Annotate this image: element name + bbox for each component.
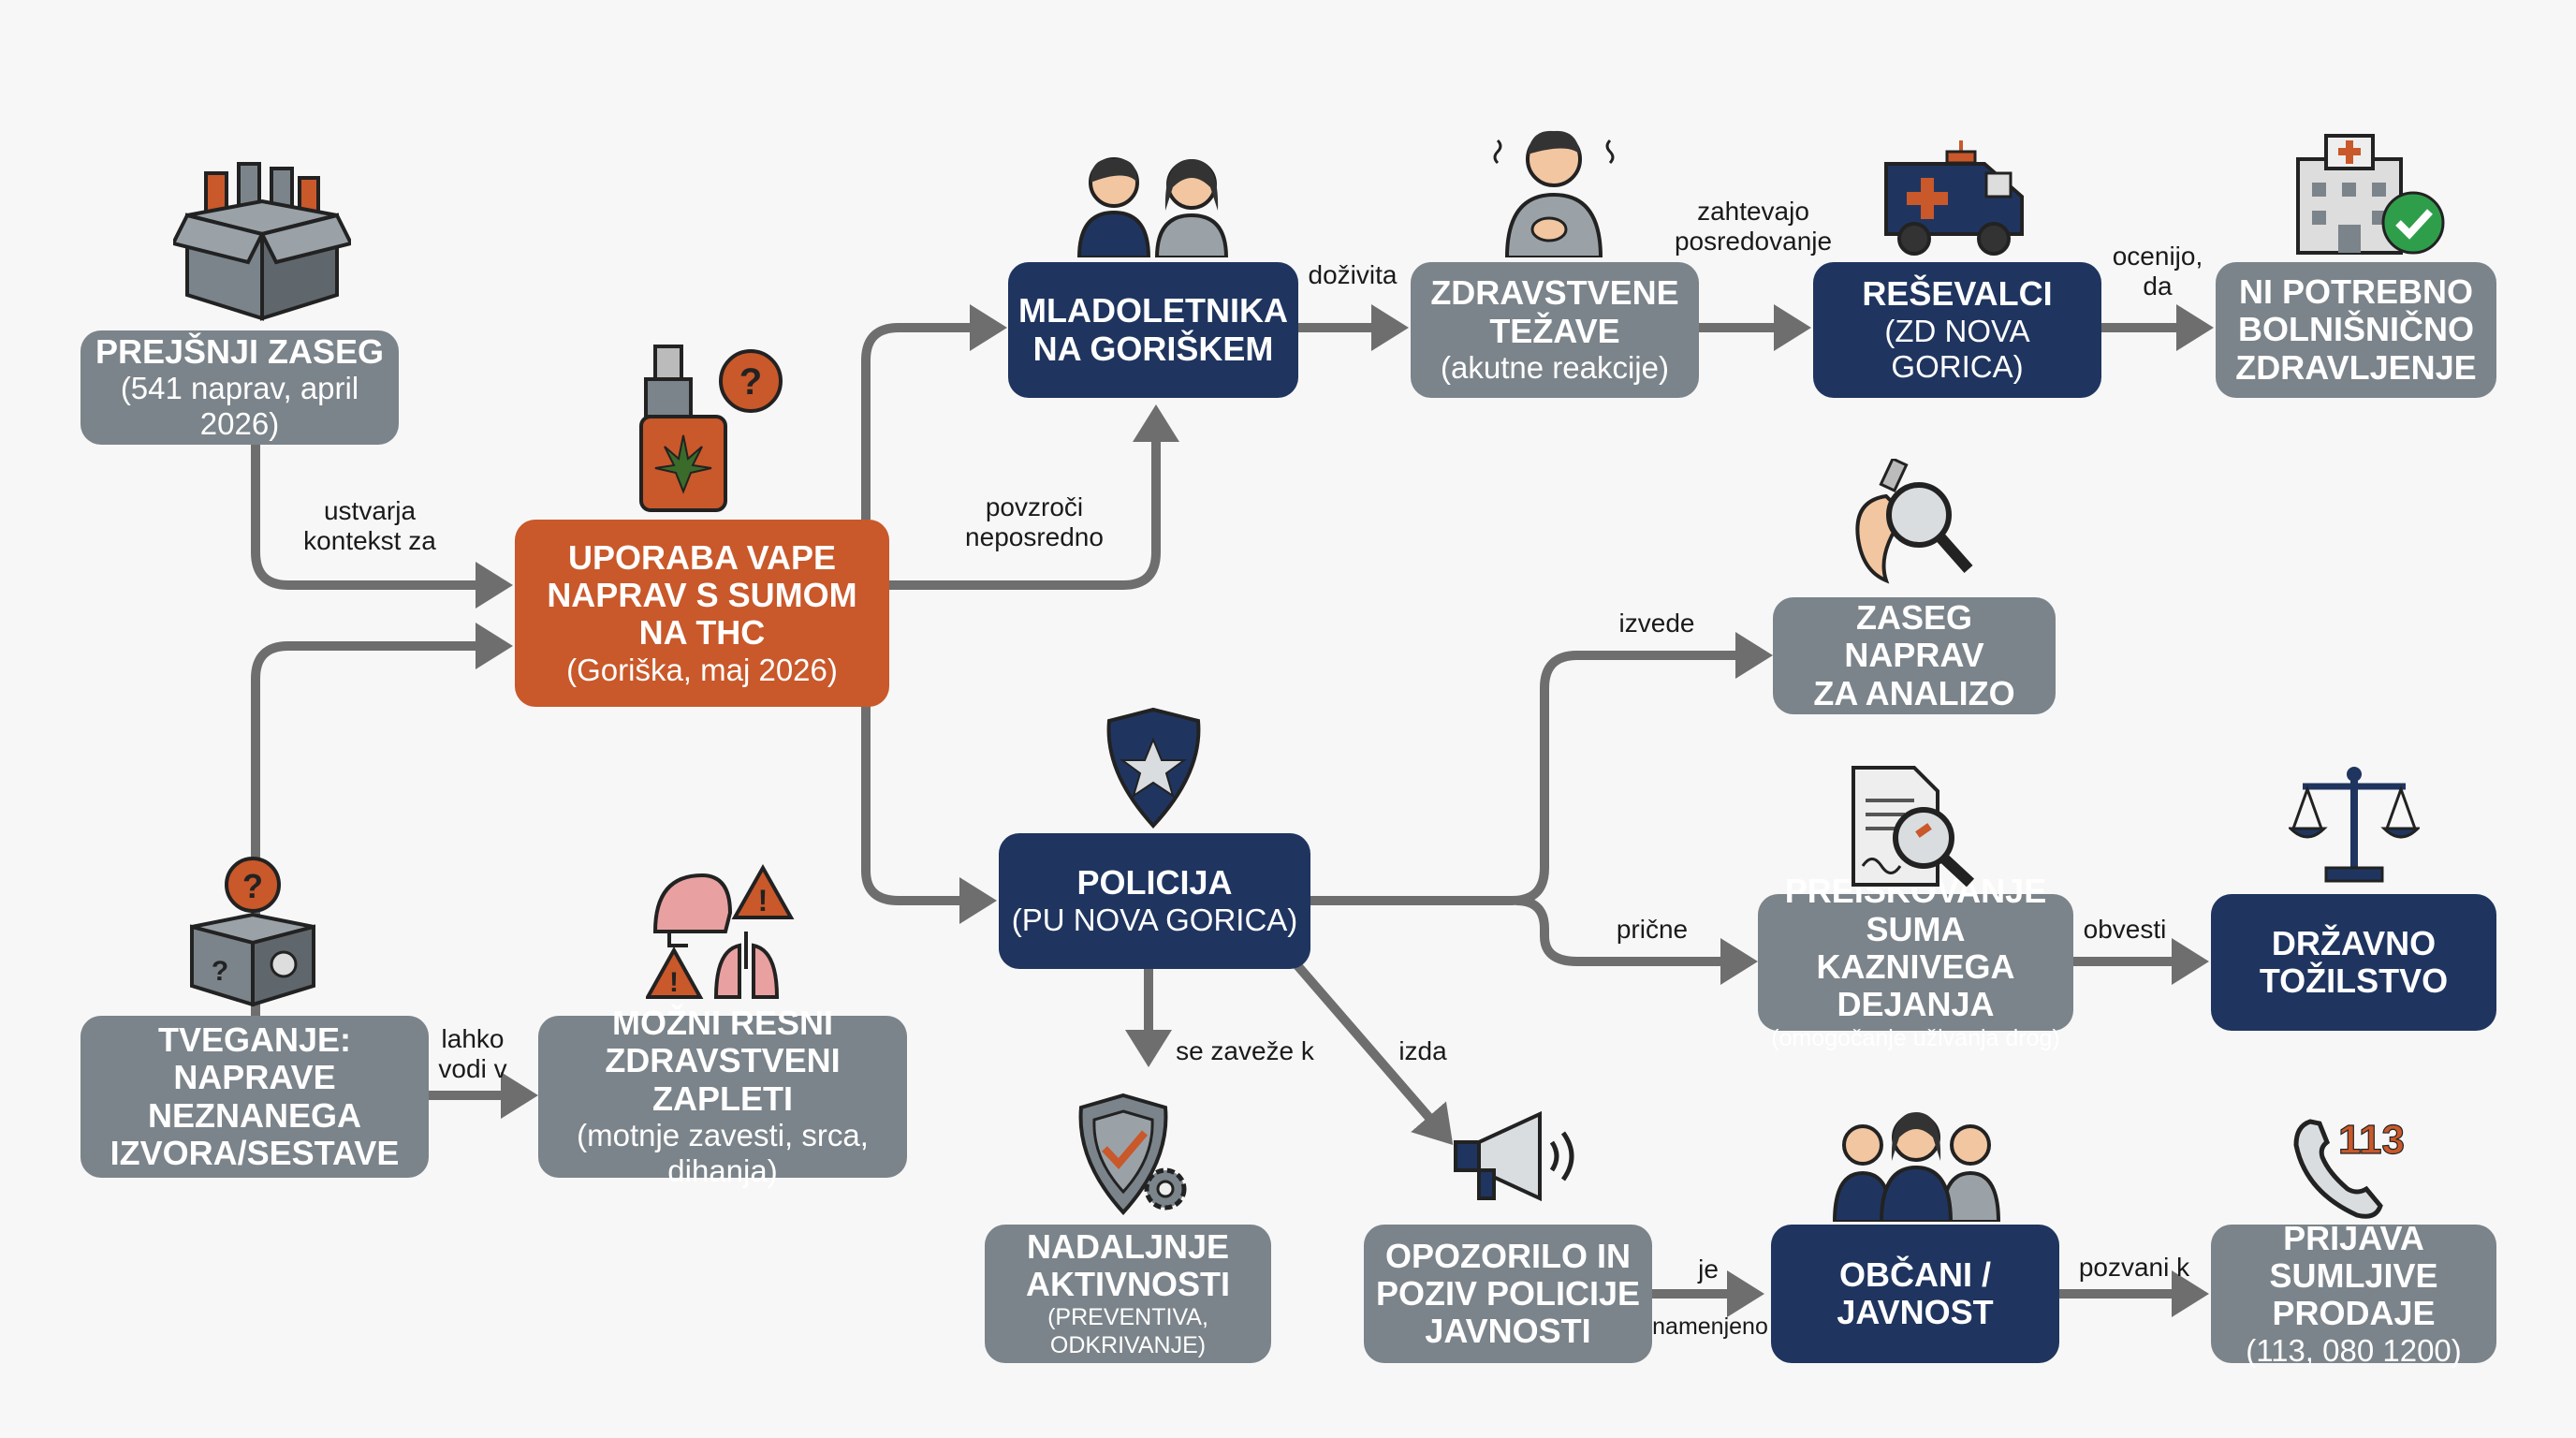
edge-label-issues: izda <box>1398 1036 1447 1065</box>
node-prosecutor: DRŽAVNO TOŽILSTVO <box>2211 894 2496 1031</box>
node-further-activities: NADALJNJE AKTIVNOSTI (PREVENTIVA, ODKRIV… <box>985 1225 1271 1363</box>
node-subtitle: (ZD NOVA GORICA) <box>1884 313 2030 384</box>
two-people-icon <box>1076 157 1229 257</box>
document-magnifier-icon <box>1852 766 1975 888</box>
edge-label-initiates: prične <box>1616 915 1689 944</box>
edge-police-to-warning <box>1293 961 1454 1146</box>
node-risk: TVEGANJE: NAPRAVE NEZNANEGA IZVORA/SESTA… <box>80 1016 429 1178</box>
ambulance-icon <box>1884 140 2024 256</box>
node-warning: OPOZORILO IN POZIV POLICIJE JAVNOSTI <box>1364 1225 1652 1363</box>
edge-label-informs: obvesti <box>2083 915 2167 944</box>
node-title: NI POTREBNO BOLNIŠNIČNO ZDRAVLJENJE <box>2235 272 2477 387</box>
brain-lungs-warning-icon: ! ! <box>646 863 795 999</box>
node-usage: UPORABA VAPE NAPRAV S SUMOM NA THC (Gori… <box>515 520 889 707</box>
phone-number-text: 113 <box>2338 1117 2405 1163</box>
edge-label-creates-context: ustvarja kontekst za <box>303 496 436 556</box>
node-title: PRIJAVA SUMLJIVE PRODAJE <box>2269 1218 2438 1333</box>
edge-label-carries-out: izvede <box>1618 609 1695 638</box>
node-health-issues: ZDRAVSTVENE TEŽAVE (akutne reakcije) <box>1411 262 1699 398</box>
node-title: PREJŠNJI ZASEG <box>95 331 385 371</box>
edge-usage-to-minors <box>861 304 1007 520</box>
node-no-hospital: NI POTREBNO BOLNIŠNIČNO ZDRAVLJENJE <box>2216 262 2496 398</box>
edge-label-experienced: doživita <box>1308 260 1398 289</box>
edge-label-directly-causes: povzroči neposredno <box>965 492 1104 552</box>
svg-text:?: ? <box>739 361 762 403</box>
node-title: NADALJNJE AKTIVNOSTI <box>1025 1226 1230 1303</box>
edge-label-request-intervention: zahtevajo posredovanje <box>1674 197 1833 257</box>
node-public: OBČANI / JAVNOST <box>1771 1225 2059 1363</box>
thc-vape-icon: ? <box>639 345 783 512</box>
edge-usage-to-minors-direct <box>889 404 1179 590</box>
edge-label-commits: se zaveže k <box>1176 1036 1314 1065</box>
unknown-box-icon: ? ? <box>190 857 315 1006</box>
node-police: POLICIJA (PU NOVA GORICA) <box>999 833 1310 969</box>
police-badge-icon <box>1106 707 1201 829</box>
node-title: DRŽAVNO TOŽILSTVO <box>2259 923 2449 1000</box>
node-report: PRIJAVA SUMLJIVE PRODAJE (113, 080 1200) <box>2211 1219 2496 1368</box>
megaphone-icon <box>1454 1110 1574 1202</box>
node-title: ZASEG NAPRAV ZA ANALIZO <box>1813 598 2015 712</box>
edge-police-to-seizure <box>1310 632 1773 905</box>
edge-usage-to-police <box>861 702 997 924</box>
shield-gear-icon <box>1078 1093 1187 1215</box>
edge-risk-to-usage <box>251 623 513 1016</box>
box-of-vapes-icon <box>173 162 351 321</box>
node-subtitle: (PREVENTIVA, ODKRIVANJE) <box>1047 1304 1208 1359</box>
edge-prior-to-usage <box>251 440 513 609</box>
svg-text:?: ? <box>212 956 228 987</box>
sick-person-icon <box>1493 130 1615 257</box>
magnifier-hand-icon <box>1855 459 1973 584</box>
node-title: UPORABA VAPE NAPRAV S SUMOM NA THC <box>547 537 857 653</box>
node-title: OBČANI / JAVNOST <box>1837 1255 1994 1331</box>
phone-icon: 113 <box>2293 1116 2406 1219</box>
node-title: MLADOLETNIKA NA GORIŠKEM <box>1018 291 1288 368</box>
node-subtitle: (541 naprav, april 2026) <box>120 371 359 442</box>
node-title: MOŽNI RESNI ZDRAVSTVENI ZAPLETI <box>605 1004 841 1118</box>
edge-label-intended: namenjeno <box>1652 1313 1768 1340</box>
node-subtitle: (Goriška, maj 2026) <box>566 652 838 687</box>
edge-label-assessed: ocenijo, da <box>2112 242 2203 301</box>
node-subtitle: (PU NOVA GORICA) <box>1011 902 1298 937</box>
node-subtitle: (113, 080 1200) <box>2246 1332 2462 1368</box>
edge-label-is: je <box>1698 1255 1719 1284</box>
node-title: ZDRAVSTVENE TEŽAVE <box>1430 273 1679 350</box>
node-minors: MLADOLETNIKA NA GORIŠKEM <box>1008 262 1298 398</box>
node-investigation: PREISKOVANJE SUMA KAZNIVEGA DEJANJA (omo… <box>1758 873 2073 1051</box>
node-device-seizure: ZASEG NAPRAV ZA ANALIZO <box>1773 597 2056 714</box>
node-paramedics: REŠEVALCI (ZD NOVA GORICA) <box>1813 262 2101 398</box>
node-subtitle: (omogočanje uživanja drog) <box>1771 1024 2060 1051</box>
svg-text:!: ! <box>669 967 679 998</box>
node-title: OPOZORILO IN POZIV POLICIJE JAVNOSTI <box>1375 1236 1641 1351</box>
edge-police-to-investigation <box>1515 896 1758 985</box>
node-complications: MOŽNI RESNI ZDRAVSTVENI ZAPLETI (motnje … <box>538 1004 907 1188</box>
node-title: REŠEVALCI <box>1862 274 2053 314</box>
edge-label-called-to: pozvani k <box>2078 1253 2190 1282</box>
node-prior-seizure: PREJŠNJI ZASEG (541 naprav, april 2026) <box>80 330 399 445</box>
svg-text:?: ? <box>242 867 263 905</box>
node-title: POLICIJA <box>1076 863 1233 902</box>
group-of-people-icon <box>1832 1112 2001 1222</box>
edge-label-may-lead: lahko vodi v <box>438 1024 507 1084</box>
node-subtitle: (motnje zavesti, srca, dihanja) <box>577 1118 869 1188</box>
node-subtitle: (akutne reakcije) <box>1441 349 1669 385</box>
svg-text:!: ! <box>758 884 768 917</box>
node-title: PREISKOVANJE SUMA KAZNIVEGA DEJANJA <box>1784 872 2047 1024</box>
hospital-check-icon <box>2296 134 2445 255</box>
scales-of-justice-icon <box>2289 767 2420 883</box>
node-title: TVEGANJE: NAPRAVE NEZNANEGA IZVORA/SESTA… <box>110 1020 400 1172</box>
